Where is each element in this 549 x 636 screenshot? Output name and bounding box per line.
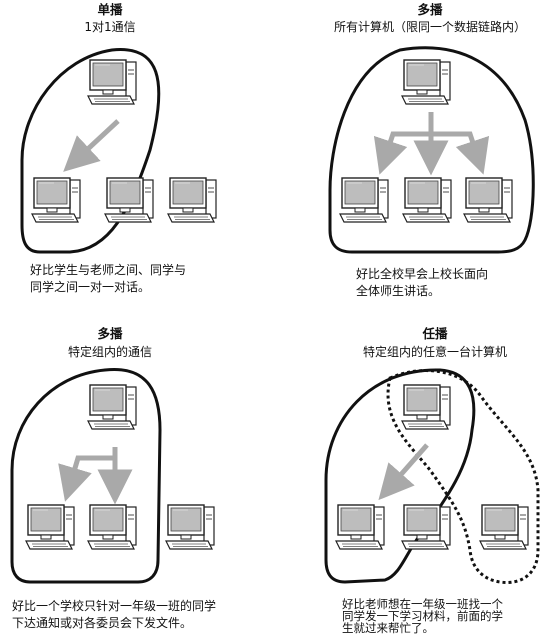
caption-line: 好比老师想在一年级一班找一个	[342, 597, 503, 611]
caption-line: 同学之间一对一对话。	[30, 280, 151, 294]
caption-line: 好比全校早会上校长面向	[356, 267, 489, 281]
computer-icon	[479, 504, 529, 550]
broadcast-group-outline	[328, 46, 535, 254]
panel-caption: 好比学生与老师之间、同学与 同学之间一对一对话。	[30, 262, 260, 296]
computer-icon	[463, 177, 513, 223]
arrow-icon	[58, 447, 118, 502]
panel-subtitle: 特定组内的任意一台计算机	[362, 345, 507, 359]
unicast-panel	[20, 48, 217, 254]
caption-line: 下达通知或对各委员会下发文件。	[12, 616, 193, 630]
broadcast-all-panel	[328, 46, 535, 254]
caption-line: 全体师生讲话。	[356, 284, 441, 298]
panel-subtitle: 特定组内的通信	[67, 345, 152, 359]
computer-icon	[25, 504, 75, 550]
panel-subtitle: 所有计算机（限同一个数据链路内）	[333, 20, 526, 34]
arrow-icon	[378, 443, 429, 501]
computer-icon	[104, 177, 154, 223]
computer-icon	[401, 384, 451, 430]
computer-icon	[31, 177, 81, 223]
caption-line: 同学发一下学习材料，前面的学	[342, 609, 503, 623]
caption-line: 生就过来帮忙了。	[342, 621, 434, 635]
computer-icon	[87, 59, 137, 105]
unicast-group-outline	[20, 48, 161, 254]
computer-icon	[335, 504, 385, 550]
panel-title: 单播	[97, 2, 123, 17]
panel-title: 任播	[422, 326, 448, 341]
arrow-icon	[431, 131, 490, 175]
computer-icon	[402, 177, 452, 223]
multicast-group-panel	[10, 367, 215, 584]
caption-line: 好比一个学校只针对一年级一班的同学	[12, 599, 217, 613]
computer-icon	[87, 504, 137, 550]
computer-icon	[87, 384, 137, 430]
multicast-group-outline	[10, 367, 162, 584]
panel-title: 多播	[97, 326, 123, 341]
computer-icon	[401, 59, 451, 105]
arrow-icon	[63, 119, 120, 172]
panel-caption: 好比老师想在一年级一班找一个 同学发一下学习材料，前面的学 生就过来帮忙了。	[342, 598, 542, 634]
anycast-group-solid-outline	[324, 368, 476, 584]
computer-icon	[401, 504, 451, 550]
anycast-group-dotted-outline	[386, 369, 540, 585]
computer-icon	[339, 177, 389, 223]
panel-caption: 好比一个学校只针对一年级一班的同学 下达通知或对各委员会下发文件。	[12, 598, 272, 632]
anycast-panel	[324, 368, 540, 585]
panel-subtitle: 1对1通信	[84, 20, 136, 34]
panel-title: 多播	[417, 2, 443, 17]
computer-icon	[167, 177, 217, 223]
panel-caption: 好比全校早会上校长面向 全体师生讲话。	[356, 266, 546, 300]
arrow-icon	[373, 112, 434, 175]
caption-line: 好比学生与老师之间、同学与	[30, 263, 187, 277]
computer-icon	[165, 504, 215, 550]
